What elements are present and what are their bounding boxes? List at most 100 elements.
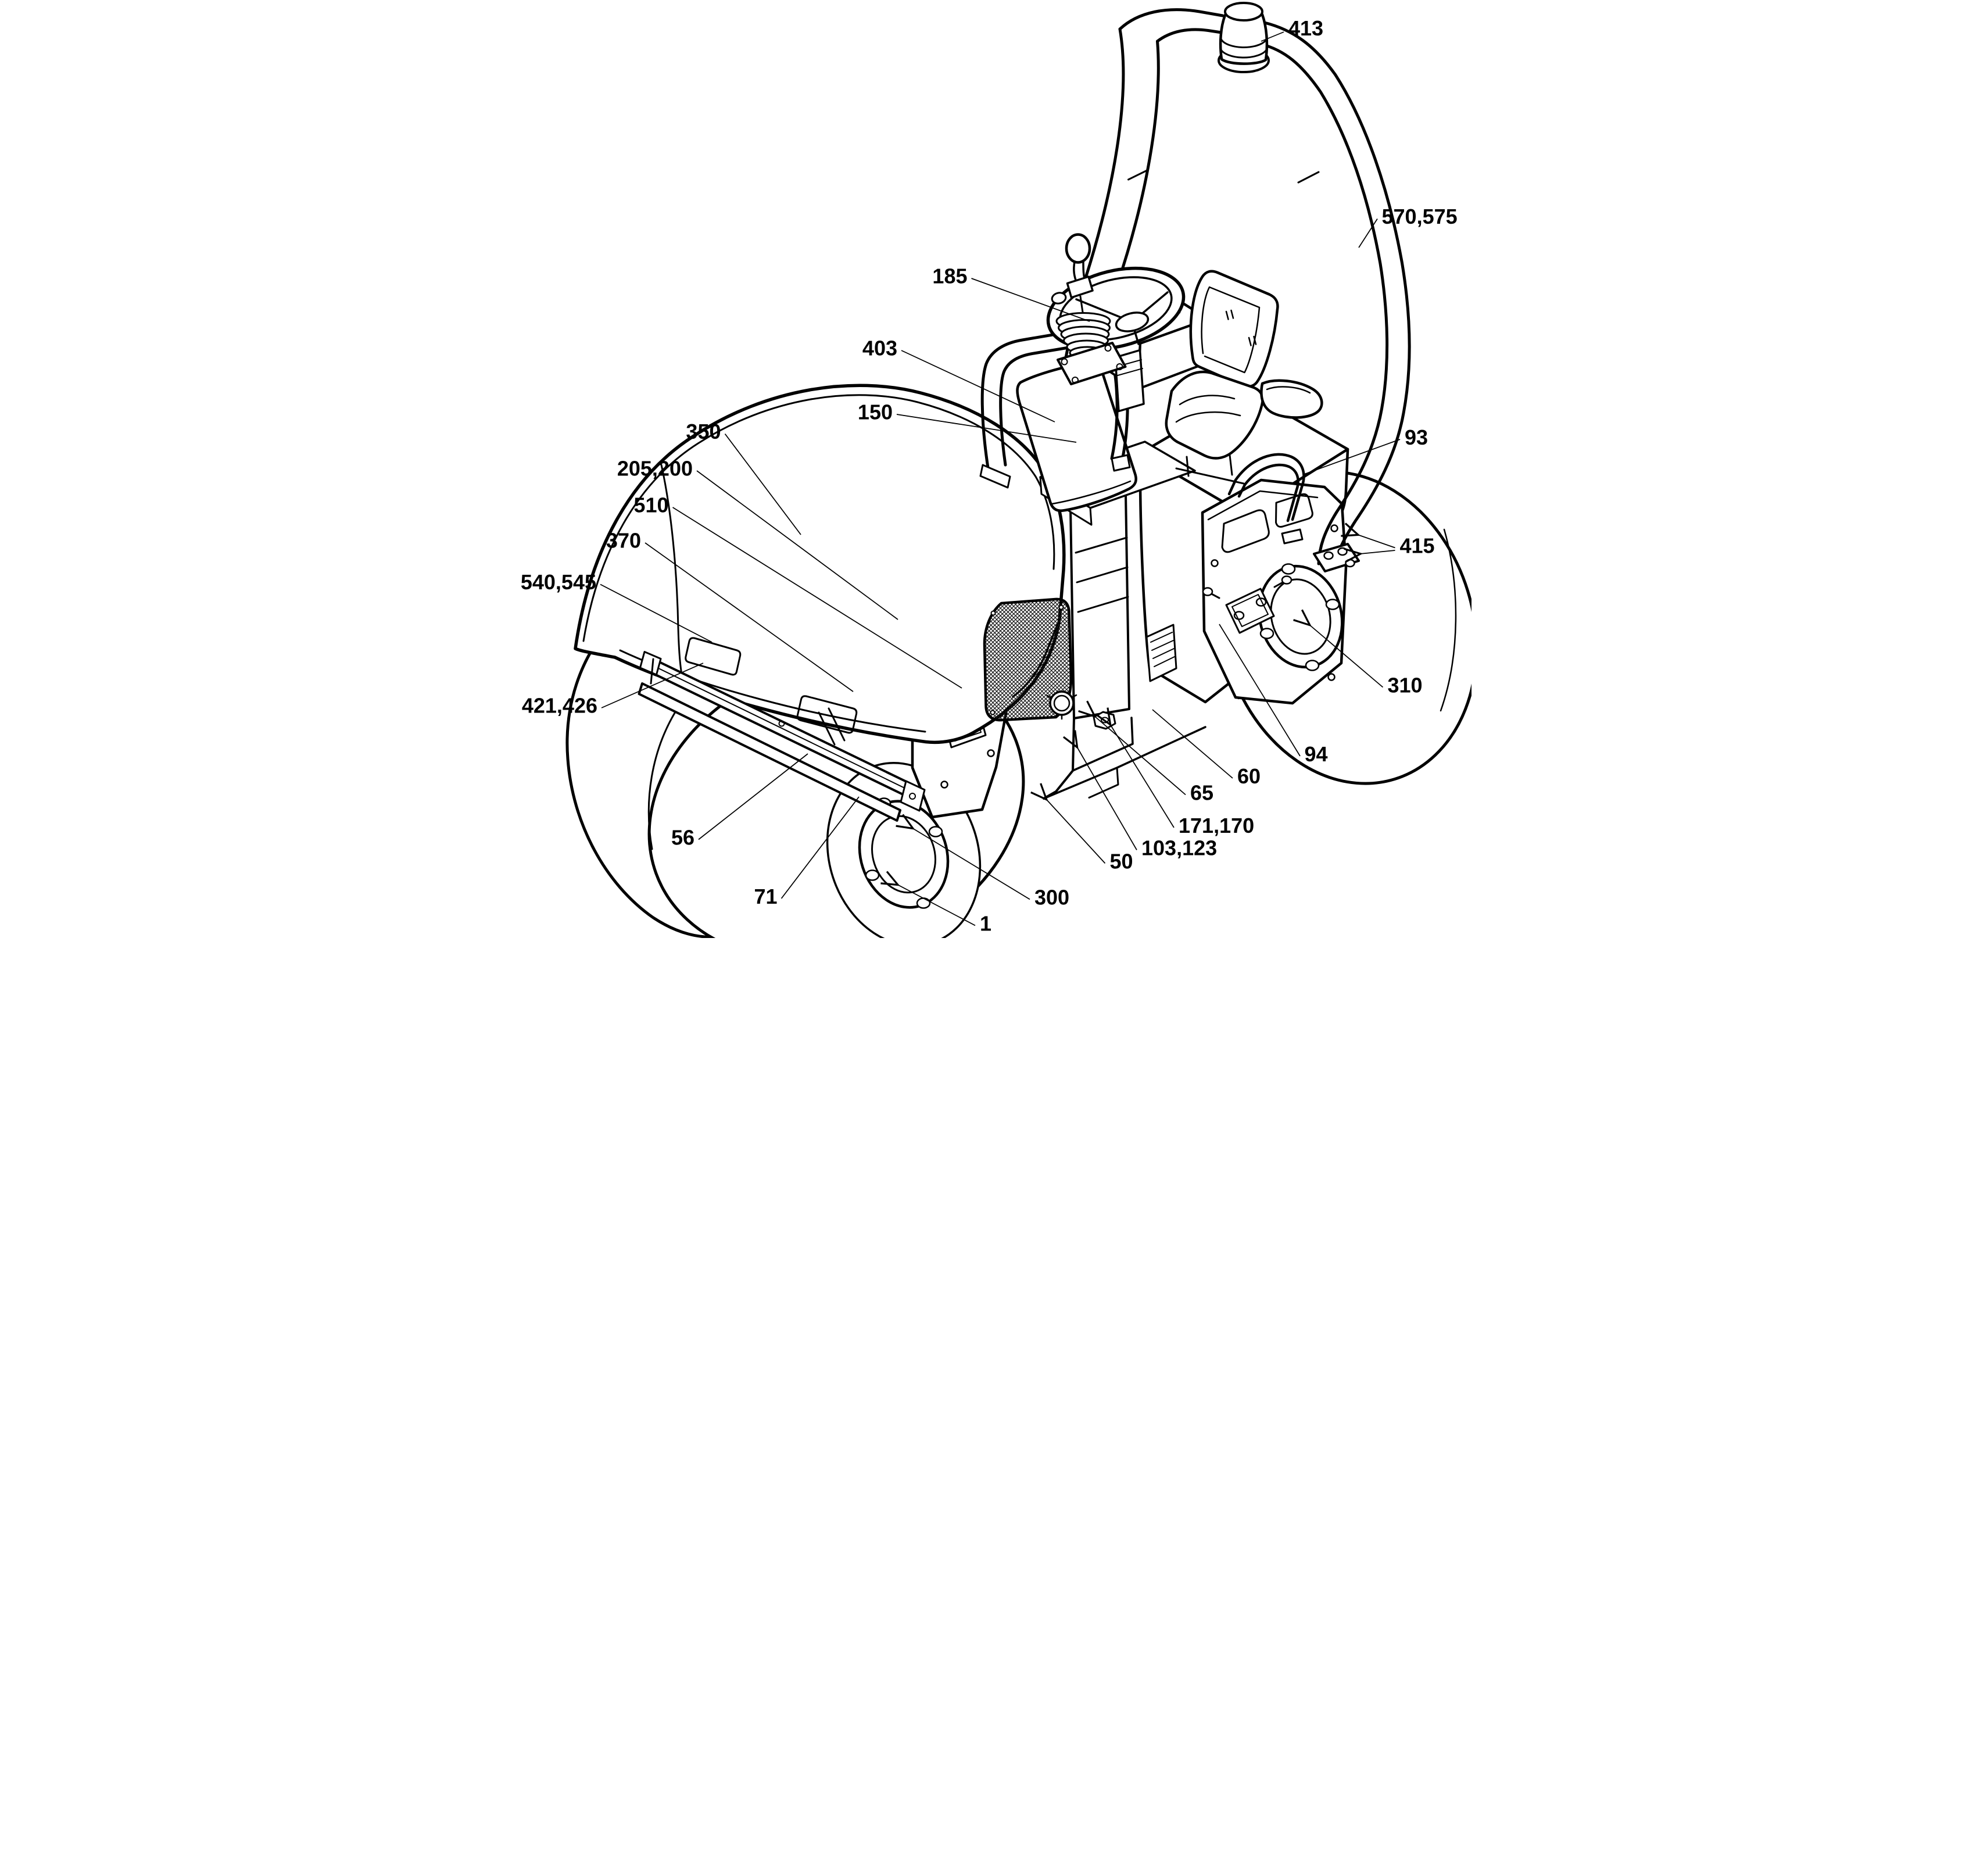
rear-handrail (1227, 453, 1305, 545)
leader-line-370 (645, 542, 854, 692)
leader-line-56 (698, 753, 808, 840)
frame-foot-nut (1093, 711, 1116, 730)
beacon-lens-top (1224, 2, 1263, 22)
part-label-205,200: 205,200 (617, 457, 693, 481)
plate-cutout (1221, 509, 1270, 553)
part-label-103,123: 103,123 (1141, 836, 1217, 860)
bolt (865, 869, 880, 881)
bolt (778, 720, 785, 727)
leader-line-421,426 (601, 663, 704, 708)
bolt (1259, 628, 1274, 639)
leader-line-570,575 (1358, 219, 1378, 248)
handrail-end (1227, 478, 1247, 498)
rivet (990, 710, 996, 715)
hood-shell (574, 384, 1066, 744)
rivet (990, 610, 996, 616)
part-label-71: 71 (754, 885, 777, 908)
leader-line-310 (1309, 625, 1384, 688)
part-label-510: 510 (633, 493, 668, 517)
bolt (1202, 587, 1213, 596)
bolt (1072, 377, 1079, 384)
grab-bar-foot (1111, 454, 1131, 472)
leader-line-60 (1152, 709, 1233, 779)
bolt (1305, 660, 1320, 671)
seat-backrest (1189, 270, 1279, 388)
scraper-bar-edge (653, 665, 911, 792)
leader-line-300 (912, 828, 1030, 900)
seat-base (1175, 454, 1245, 485)
leader-line-205,200 (696, 470, 898, 620)
handrail-outer (1234, 453, 1305, 521)
part-label-350: 350 (686, 420, 721, 443)
part-label-65: 65 (1190, 781, 1213, 805)
handrail-inner (1243, 463, 1299, 522)
hole (987, 749, 995, 757)
leader-line-403 (901, 350, 1055, 423)
lever-knob (1065, 233, 1091, 264)
armrest (1260, 379, 1323, 419)
front-drum-inner-rim (647, 711, 676, 850)
scraper-end-bracket (900, 780, 926, 812)
hood-left-seam (660, 464, 683, 679)
leader-line-415 (1360, 550, 1395, 554)
bolt (916, 897, 931, 909)
rear-drum-plate (1201, 478, 1348, 705)
leader-line-1 (897, 885, 976, 926)
bolt (1325, 599, 1340, 610)
leader-line-50 (1046, 799, 1106, 864)
vent-and-cap (983, 597, 1077, 722)
part-label-415: 415 (1400, 534, 1435, 558)
leader-line-510 (672, 507, 962, 689)
bolt (1345, 558, 1355, 568)
armrest-inner (1266, 386, 1311, 394)
handrail-foot (1281, 528, 1304, 545)
stud (1273, 581, 1285, 588)
beacon-rings (1219, 38, 1268, 59)
part-label-171,170: 171,170 (1179, 814, 1254, 837)
louver-slats (1150, 632, 1175, 667)
mesh-vent-panel (983, 597, 1073, 722)
bolt (1104, 345, 1112, 352)
bolt (1061, 358, 1068, 366)
part-label-93: 93 (1405, 425, 1428, 449)
lower-sill (1043, 726, 1206, 800)
lower-frame-line (1072, 717, 1134, 772)
engine-hood (574, 384, 1066, 744)
leader-line-93 (1304, 439, 1401, 475)
part-label-403: 403 (862, 336, 897, 360)
rear-drum-rim-line (1440, 528, 1457, 712)
backrest-inner (1201, 286, 1261, 374)
bolt (928, 826, 943, 837)
rops-top-outer (1118, 8, 1225, 31)
bolt (1323, 551, 1334, 560)
lower-frame-corner (1088, 767, 1119, 799)
part-label-185: 185 (932, 264, 967, 288)
leader-line-413 (1261, 31, 1284, 42)
part-label-421,426: 421,426 (522, 694, 597, 718)
fuel-cap-lugs (1046, 694, 1077, 720)
backrest-stitch (1225, 309, 1257, 346)
part-label-413: 413 (1288, 16, 1323, 40)
leader-line-65 (1094, 716, 1186, 796)
part-label-570,575: 570,575 (1382, 205, 1458, 228)
hole (1327, 673, 1336, 681)
leader-line-540,545 (600, 583, 713, 643)
hood-top-seam (582, 394, 1037, 642)
rops-right-leg-outer (1263, 21, 1411, 568)
scraper-stay (818, 707, 846, 746)
bolt (909, 793, 916, 800)
leader-line-185 (971, 278, 1090, 322)
leader-line-94 (1219, 624, 1301, 757)
front-drum-far-rim (565, 621, 722, 938)
hole (1211, 559, 1219, 567)
scraper-hanger (650, 658, 654, 685)
grab-bar-foot (979, 464, 1011, 489)
seat-cushion (1165, 370, 1264, 460)
scraper-assembly (638, 651, 926, 822)
hood-recess (796, 695, 858, 734)
lever-base-plate (1057, 342, 1127, 385)
part-label-310: 310 (1388, 674, 1423, 697)
part-label-56: 56 (671, 826, 694, 850)
fuel-cap-inner (1053, 694, 1070, 712)
rivet (1058, 604, 1064, 610)
